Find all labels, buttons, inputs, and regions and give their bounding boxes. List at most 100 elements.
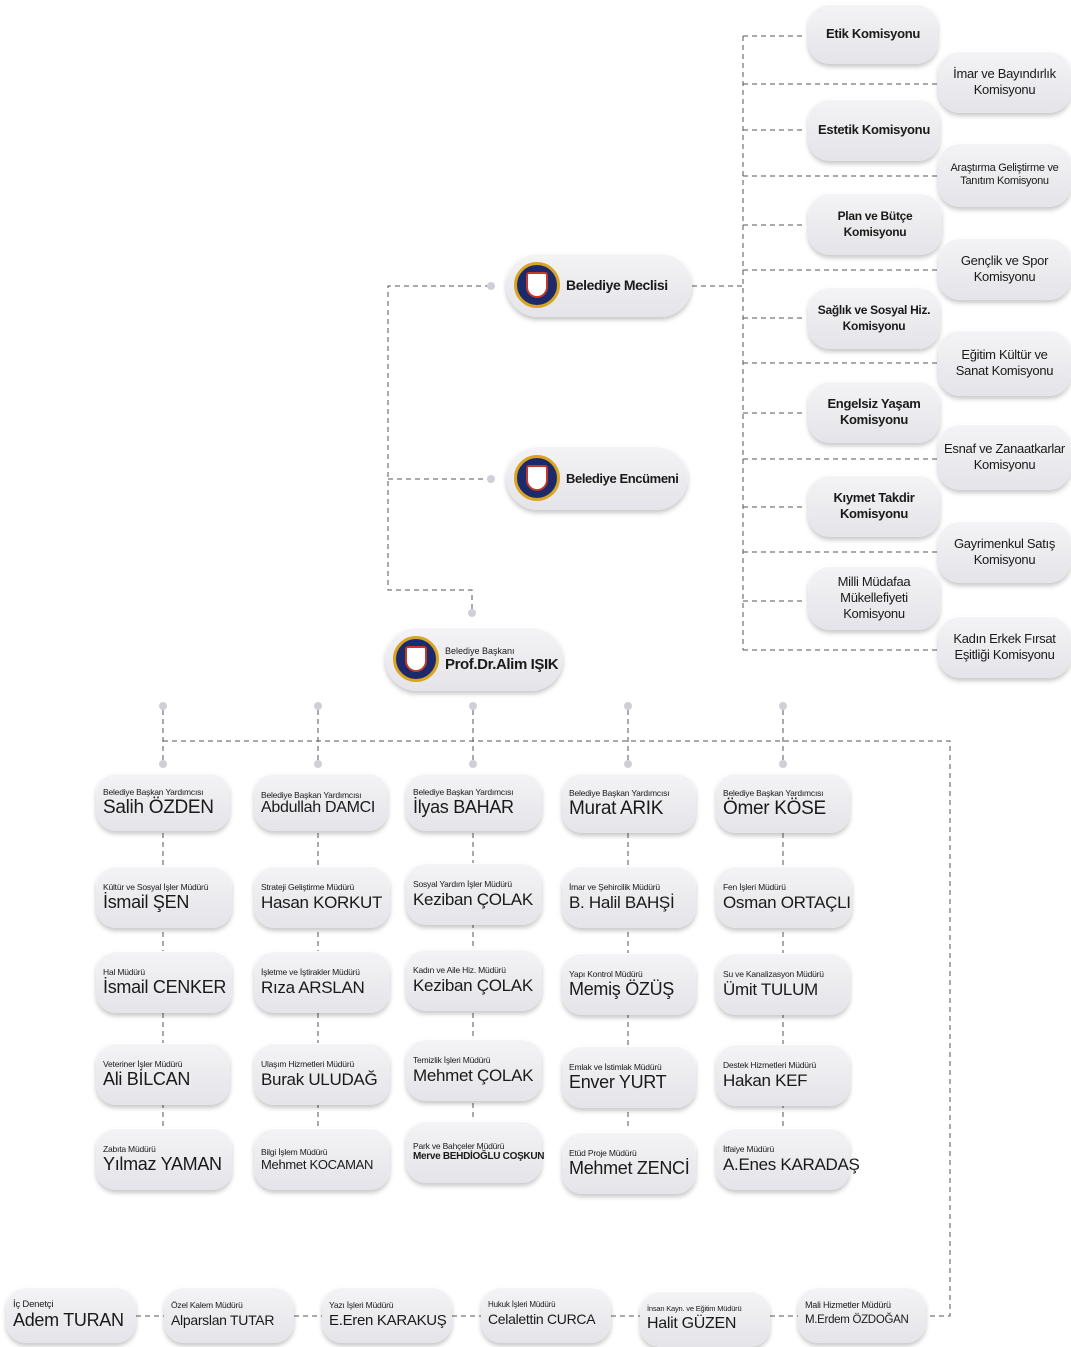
connector-dot	[468, 609, 476, 617]
commission-node[interactable]: Estetik Komisyonu	[808, 99, 940, 161]
commission-node[interactable]: Gayrimenkul Satış Komisyonu	[938, 521, 1071, 583]
director-name: B. Halil BAHŞİ	[569, 892, 675, 912]
commission-node[interactable]: Engelsiz Yaşam Komisyonu	[808, 381, 940, 443]
director-role: Yapı Kontrol Müdürü	[569, 968, 643, 979]
director-name: Merve BEHDİOĞLU COŞKUN	[413, 1151, 545, 1162]
director-role: Veteriner İşler Müdürü	[103, 1058, 183, 1069]
staff-connector	[163, 740, 951, 1317]
director-role: Emlak ve İstimlak Müdürü	[569, 1061, 662, 1072]
director-name: Hakan KEF	[723, 1070, 808, 1090]
commission-label: Gençlik ve Spor Komisyonu	[960, 253, 1049, 284]
director-role: Bilgi İşlem Müdürü	[261, 1146, 328, 1157]
office-name: Alparslan TUTAR	[171, 1311, 275, 1328]
director-name: Burak ULUDAĞ	[261, 1069, 378, 1089]
director-role: Hal Müdürü	[103, 966, 145, 977]
commission-label: Etik Komisyonu	[825, 26, 921, 41]
commission-label: Eğitim Kültür ve Sanat Komisyonu	[955, 347, 1054, 378]
belediye-meclisi-node[interactable]: Belediye Meclisi	[506, 253, 692, 317]
commission-label: Kadın Erkek Fırsat Eşitliği Komisyonu	[953, 631, 1056, 662]
office-role: Yazı İşleri Müdürü	[329, 1299, 394, 1310]
commission-label: Kıymet Takdir Komisyonu	[833, 490, 915, 521]
office-role: Özel Kalem Müdürü	[171, 1299, 243, 1310]
commission-label: Sağlık ve Sosyal Hiz. Komisyonu	[817, 303, 931, 333]
commission-node[interactable]: Sağlık ve Sosyal Hiz. Komisyonu	[808, 287, 940, 349]
commission-label: İmar ve Bayındırlık Komisyonu	[953, 66, 1056, 97]
commission-node[interactable]: Milli Müdafaa Mükellefiyeti Komisyonu	[808, 566, 940, 630]
director-name: Keziban ÇOLAK	[413, 975, 533, 995]
commission-node[interactable]: Araştırma Geliştirme ve Tanıtım Komisyon…	[938, 143, 1071, 207]
commission-node[interactable]: Eğitim Kültür ve Sanat Komisyonu	[938, 330, 1071, 396]
director-role: İşletme ve İştirakler Müdürü	[261, 966, 360, 977]
commission-label: Milli Müdafaa Mükellefiyeti Komisyonu	[837, 574, 911, 621]
director-role: Destek Hizmetleri Müdürü	[723, 1059, 816, 1070]
director-role: Strateji Geliştirme Müdürü	[261, 881, 355, 892]
connector-dot	[469, 760, 477, 768]
commission-node[interactable]: Gençlik ve Spor Komisyonu	[938, 238, 1071, 300]
director-role: Park ve Bahçeler Müdürü	[413, 1141, 505, 1151]
director-role: Fen İşleri Müdürü	[723, 881, 786, 892]
director-role: İtfaiye Müdürü	[723, 1143, 775, 1154]
director-name: İsmail ŞEN	[103, 891, 190, 912]
belediye-encumeni-node[interactable]: Belediye Encümeni	[506, 446, 688, 510]
connector-dot	[314, 760, 322, 768]
commission-node[interactable]: İmar ve Bayındırlık Komisyonu	[938, 51, 1071, 113]
connector-dot	[487, 475, 495, 483]
commission-node[interactable]: Plan ve Bütçe Komisyonu	[808, 193, 942, 255]
connector-dot	[779, 760, 787, 768]
deputy-name: İlyas BAHAR	[413, 796, 514, 817]
commission-label: Esnaf ve Zanaatkarlar Komisyonu	[944, 441, 1065, 472]
connector-dot	[469, 702, 477, 710]
director-role: Zabıta Müdürü	[103, 1143, 156, 1154]
director-name: Hasan KORKUT	[261, 892, 383, 912]
director-role: Temizlik İşleri Müdürü	[413, 1054, 491, 1065]
director-name: A.Enes KARADAŞ	[723, 1154, 860, 1174]
deputy-role: Belediye Başkan Yardımcısı	[103, 786, 204, 797]
commission-node[interactable]: Esnaf ve Zanaatkarlar Komisyonu	[938, 424, 1071, 490]
director-role: Kültür ve Sosyal İşler Müdürü	[103, 881, 209, 892]
commission-node[interactable]: Kadın Erkek Fırsat Eşitliği Komisyonu	[938, 616, 1071, 678]
deputy-name: Abdullah DAMCI	[261, 798, 376, 816]
office-role: Mali Hizmetler Müdürü	[805, 1299, 891, 1310]
connector-dot	[624, 702, 632, 710]
deputy-name: Ömer KÖSE	[723, 797, 826, 819]
director-name: Mehmet KOCAMAN	[261, 1156, 374, 1172]
belediye-encumeni-label: Belediye Encümeni	[566, 470, 679, 486]
director-name: Keziban ÇOLAK	[413, 889, 533, 909]
mayor-node[interactable]: Belediye Başkanı Prof.Dr.Alim IŞIK	[385, 627, 563, 691]
commission-node[interactable]: Kıymet Takdir Komisyonu	[808, 475, 940, 537]
director-name: Yılmaz YAMAN	[103, 1153, 222, 1174]
commission-node[interactable]: Etik Komisyonu	[808, 4, 938, 64]
director-role: Kadın ve Aile Hiz. Müdürü	[413, 964, 506, 975]
